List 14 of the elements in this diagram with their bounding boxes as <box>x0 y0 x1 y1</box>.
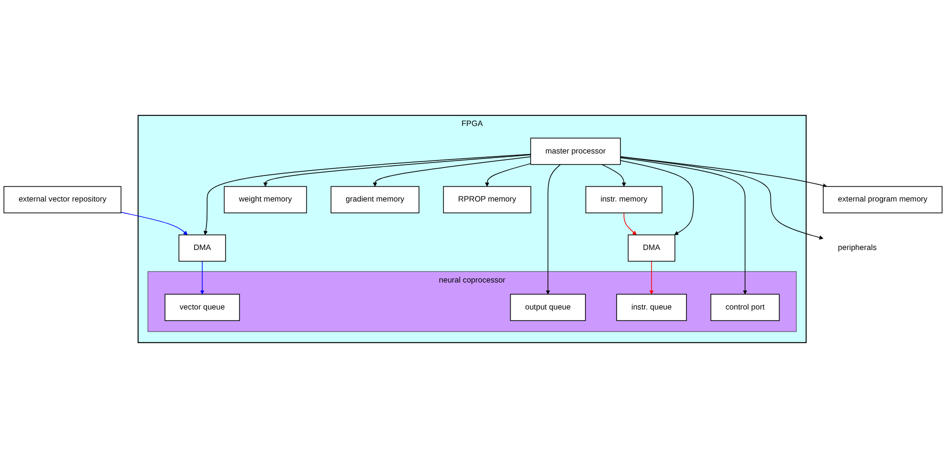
arrow <box>263 154 532 187</box>
arrow <box>620 156 824 240</box>
arrow <box>546 164 561 294</box>
arrow <box>602 164 626 187</box>
arrow <box>120 212 188 236</box>
arrow <box>200 260 204 294</box>
arrow <box>372 156 532 187</box>
arrow <box>649 260 654 294</box>
arrow <box>620 156 828 188</box>
arrow <box>620 160 694 236</box>
arrow <box>484 163 532 187</box>
arrow <box>620 157 748 294</box>
arrow <box>624 212 637 236</box>
arrow <box>204 154 532 236</box>
